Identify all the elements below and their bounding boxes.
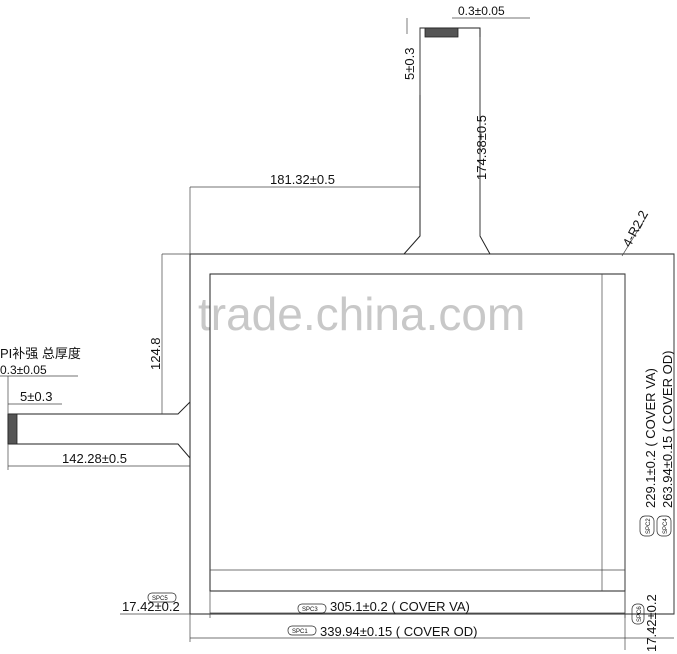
side-fpc-stiffener xyxy=(7,413,18,445)
dim-od-width: 339.94±0.15 ( COVER OD) xyxy=(320,624,477,639)
spc4-badge xyxy=(656,515,672,537)
dim-side-tail-length: 142.28±0.5 xyxy=(62,451,127,466)
dim-va-height: 229.1±0.2 ( COVER VA) xyxy=(643,368,658,508)
dim-top-tail-height: 5±0.3 xyxy=(402,48,417,80)
dim-top-tail-offset: 181.32±0.5 xyxy=(270,172,335,187)
spc6-tag: SPC6 xyxy=(637,606,643,622)
dim-side-tail-height: 5±0.3 xyxy=(20,389,52,404)
watermark: trade.china.com xyxy=(198,288,525,340)
side-fpc-tail xyxy=(7,401,191,459)
spc3-tag: SPC3 xyxy=(302,607,318,613)
dim-top-tail-length: 174.38±0.5 xyxy=(474,115,489,180)
dim-leader-corner-radius xyxy=(621,213,649,257)
spc5-badge xyxy=(147,592,177,603)
spc1-tag: SPC1 xyxy=(292,629,308,635)
spc2-badge xyxy=(639,515,655,537)
top-fpc-stiffener xyxy=(424,27,459,38)
dim-side-tail-offset: 124.8 xyxy=(148,337,163,370)
pi-stiffener-label: PI补强 总厚度 xyxy=(0,346,81,361)
spc5-tag: SPC5 xyxy=(152,596,168,602)
spc1-badge xyxy=(287,625,317,636)
dim-margin-left: 17.42±0.2 xyxy=(122,599,180,614)
spc2-tag: SPC2 xyxy=(646,518,652,534)
dim-od-height: 263.94±0.15 ( COVER OD) xyxy=(660,351,675,508)
dim-margin-bottom: 17.42±0.2 xyxy=(644,594,659,652)
dim-top-fpc-thickness: 0.3±0.05 xyxy=(458,4,505,18)
dim-va-width: 305.1±0.2 ( COVER VA) xyxy=(330,599,470,614)
dim-corner-radius: 4-R2.2 xyxy=(619,208,651,250)
spc6-badge xyxy=(631,603,645,625)
spc4-tag: SPC4 xyxy=(663,518,669,534)
dim-side-fpc-thickness: 0.3±0.05 xyxy=(0,363,47,377)
spc3-badge xyxy=(297,603,327,614)
